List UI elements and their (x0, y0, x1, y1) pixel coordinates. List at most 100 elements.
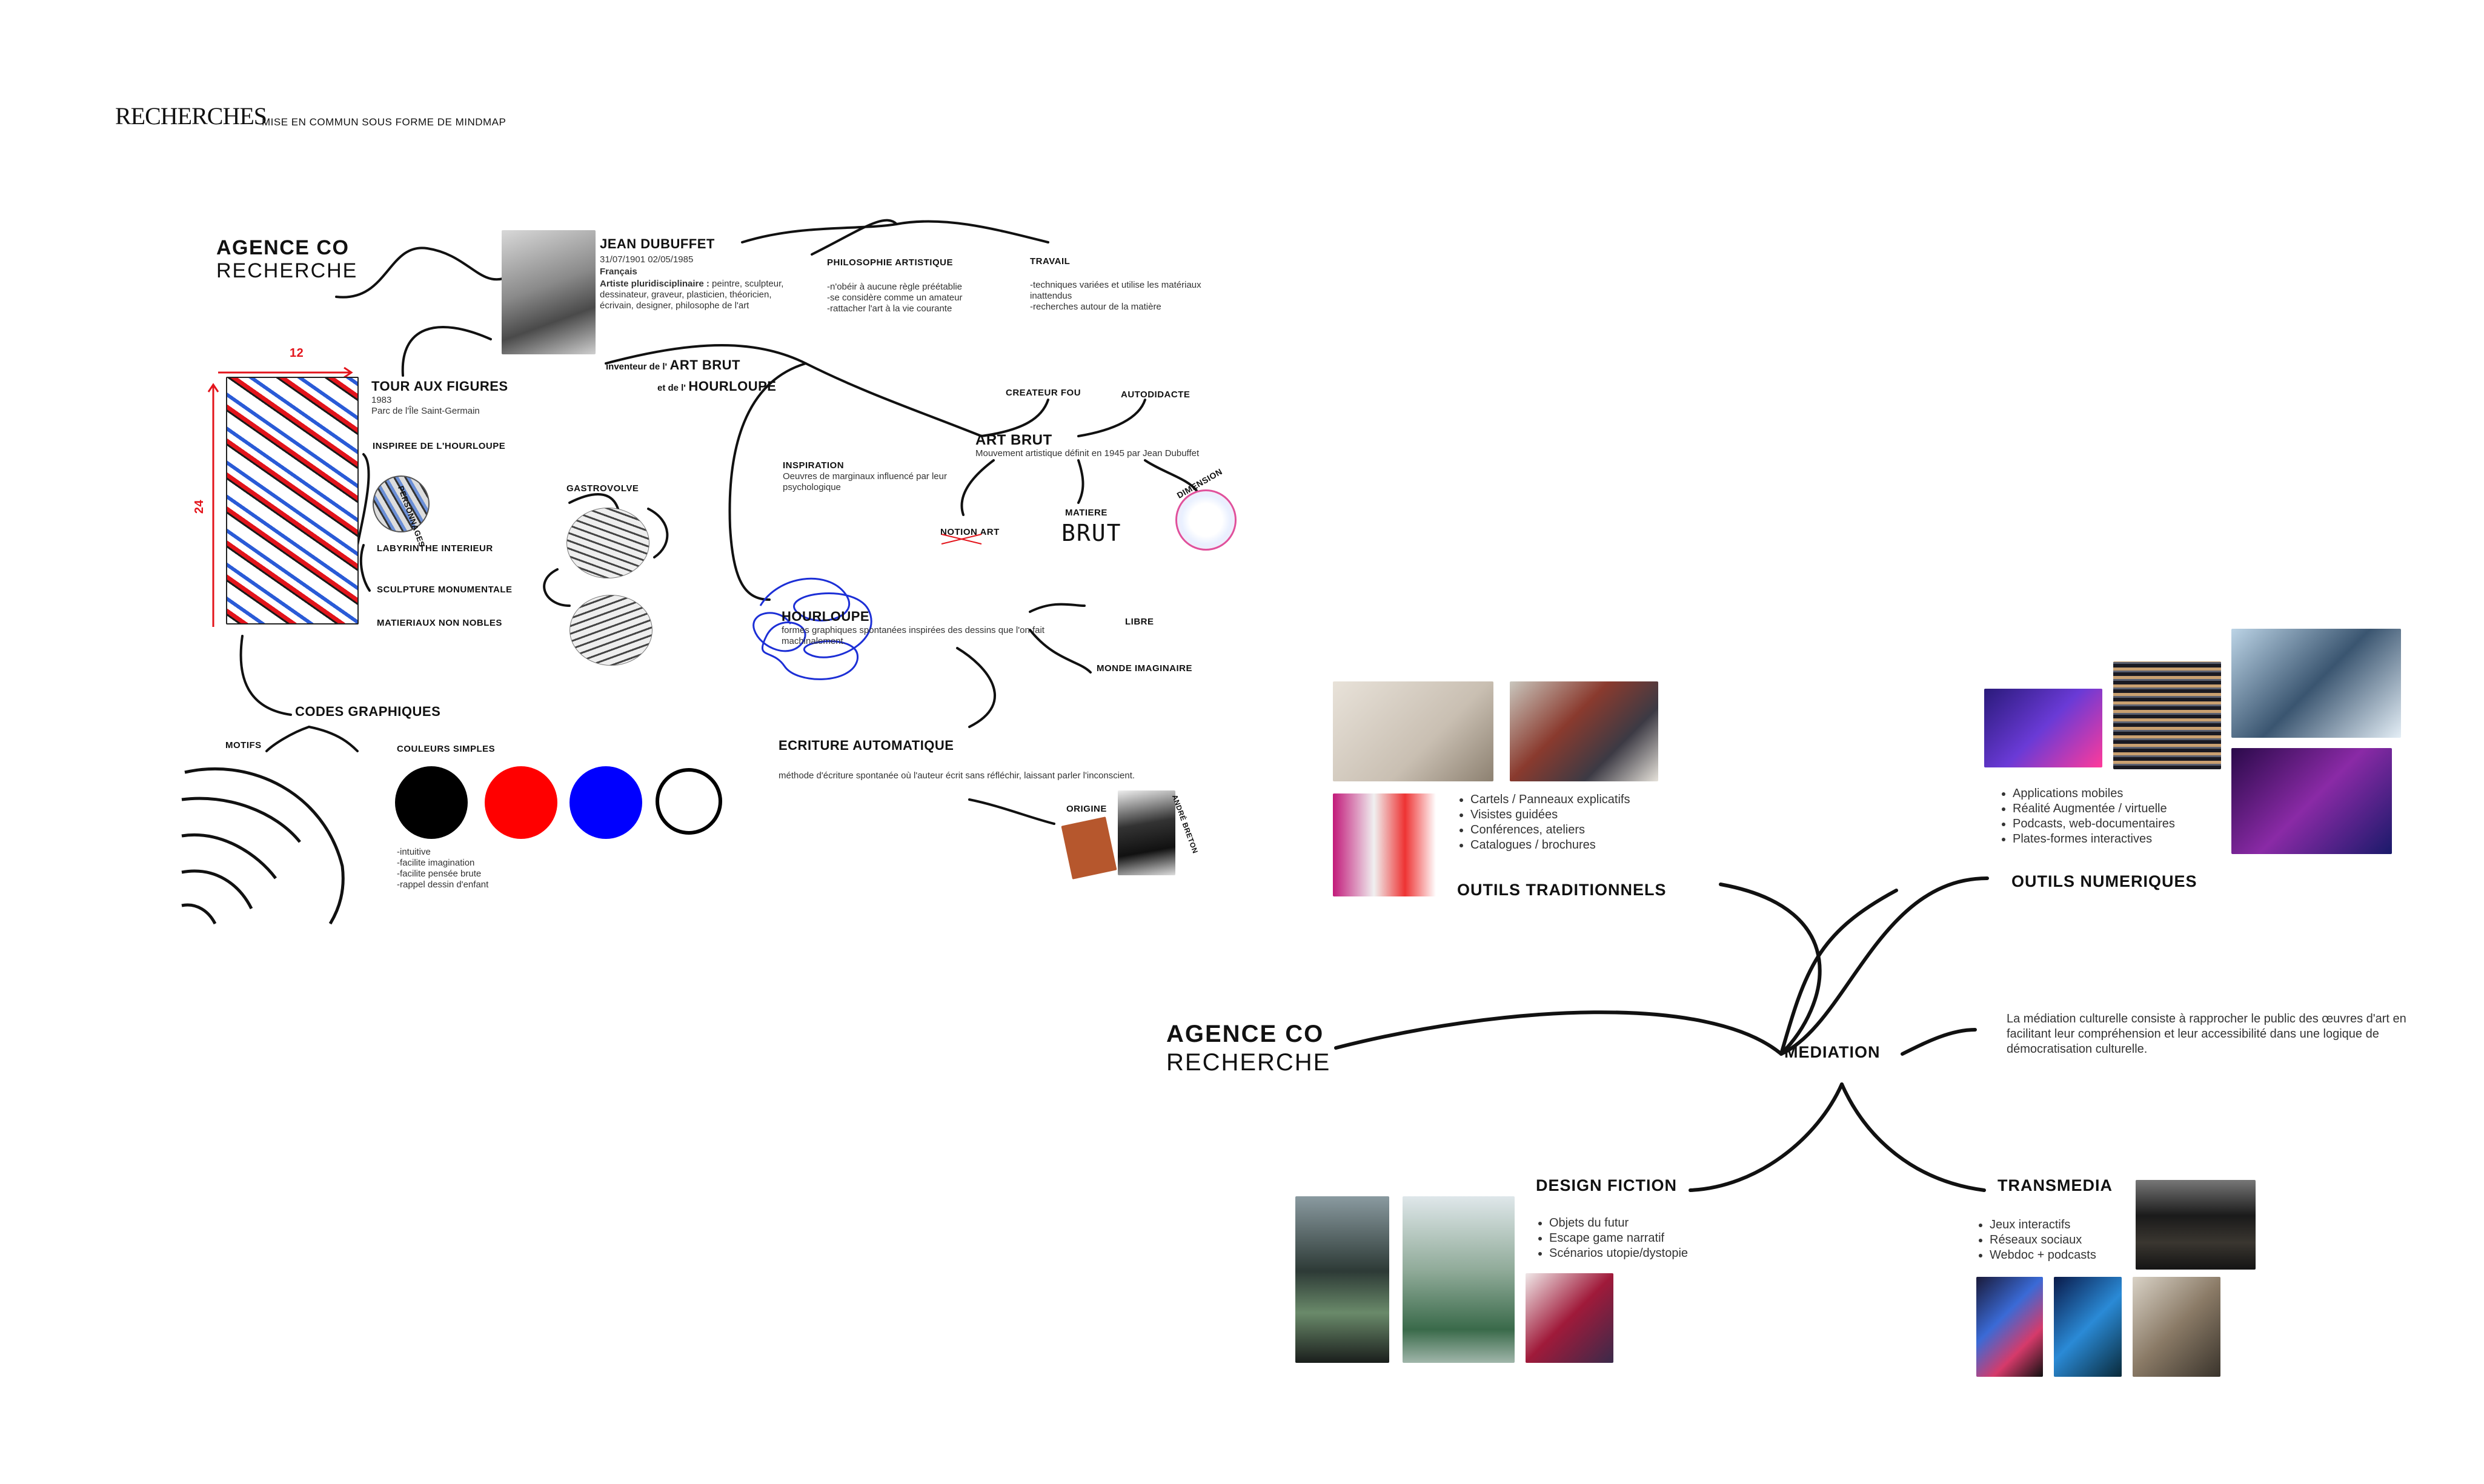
transmedia-photo-apps (1976, 1277, 2043, 1377)
gastrovolve-image-2 (570, 595, 653, 666)
art-brut-definition: Mouvement artistique définit en 1945 par… (975, 448, 1200, 459)
philosophie-title: PHILOSOPHIE ARTISTIQUE (827, 257, 953, 268)
gastrovolve-label: GASTROVOLVE (566, 483, 639, 494)
philosophie-line-1: -n'obéir à aucune règle préétablie (827, 282, 963, 292)
dubuffet-name: JEAN DUBUFFET (600, 236, 715, 251)
hourloupe-monde: MONDE IMAGINAIRE (1097, 663, 1192, 674)
inspiration-title: INSPIRATION (783, 460, 845, 471)
num-title: OUTILS NUMERIQUES (2011, 872, 2197, 890)
trad-photo-cartels (1333, 681, 1493, 781)
left-root-title: AGENCE CO (216, 236, 350, 259)
gastrovolve-image-1 (566, 508, 649, 578)
right-root-subtitle: RECHERCHE (1166, 1049, 1331, 1076)
fiction-item-1: Objets du futur (1549, 1216, 1688, 1231)
fiction-photo-3 (1526, 1273, 1613, 1363)
num-list: Applications mobiles Réalité Augmentée /… (1999, 786, 2175, 847)
trad-photo-brochures (1333, 793, 1436, 896)
num-photo-mobile (1984, 689, 2102, 767)
tour-item-inspiree: INSPIREE DE L'HOURLOUPE (373, 441, 506, 451)
dubuffet-role: Artiste pluridisciplinaire : peintre, sc… (600, 279, 794, 311)
breton-portrait (1118, 790, 1175, 875)
travail-title: TRAVAIL (1030, 256, 1071, 267)
transmedia-list: Jeux interactifs Réseaux sociaux Webdoc … (1976, 1217, 2096, 1263)
fiction-photo-2 (1403, 1196, 1515, 1363)
hourloupe-title: HOURLOUPE (782, 609, 870, 624)
dubuffet-nationality: Français (600, 267, 637, 277)
codes-note-1: -intuitive (397, 847, 431, 857)
transmedia-title: TRANSMEDIA (1997, 1176, 2113, 1194)
tour-item-materiaux: MATIERIAUX NON NOBLES (377, 618, 502, 628)
hourloupe-text: formes graphiques spontanées inspirées d… (782, 625, 1044, 646)
dubuffet-role-text: peintre, sculpteur, dessinateur, graveur… (600, 279, 784, 311)
color-swatch-red (485, 766, 557, 839)
tour-aux-figures-image (226, 377, 359, 624)
num-item-1: Applications mobiles (2013, 786, 2175, 801)
transmedia-photo-game (2054, 1277, 2122, 1377)
ecriture-text: méthode d'écriture spontanée où l'auteur… (779, 770, 1135, 781)
trad-item-1: Cartels / Panneaux explicatifs (1470, 792, 1630, 807)
codes-note-2: -facilite imagination (397, 858, 475, 868)
ecriture-title: ECRITURE AUTOMATIQUE (779, 738, 954, 753)
tour-title: TOUR AUX FIGURES (371, 379, 508, 394)
dubuffet-portrait (502, 230, 596, 354)
dubuffet-role-label: Artiste pluridisciplinaire : (600, 279, 709, 289)
inspiration-text: Oeuvres de marginaux influencé par leur … (783, 471, 947, 492)
left-root-subtitle: RECHERCHE (216, 259, 358, 282)
num-photo-vr-head (2231, 629, 2401, 738)
fiction-item-3: Scénarios utopie/dystopie (1549, 1246, 1688, 1261)
transmedia-item-1: Jeux interactifs (1990, 1217, 2096, 1233)
personnages-image (373, 475, 430, 532)
dubuffet-dates: 31/07/1901 02/05/1985 (600, 254, 694, 265)
brut-word: BRUT (1061, 520, 1122, 546)
num-item-2: Réalité Augmentée / virtuelle (2013, 801, 2175, 817)
fiction-list: Objets du futur Escape game narratif Scé… (1536, 1216, 1688, 1261)
codes-note-4: -rappel dessin d'enfant (397, 879, 489, 890)
mediation-center: MEDIATION (1784, 1043, 1881, 1061)
travail-line-1: -techniques variées et utilise les matér… (1030, 280, 1201, 301)
num-photo-screens (2113, 661, 2221, 769)
inventeur-hourloupe: et de l' HOURLOUPE (657, 379, 776, 394)
tour-height-label: 24 (193, 499, 207, 514)
page-title: RECHERCHES (115, 102, 267, 130)
philosophie-line-3: -rattacher l'art à la vie courante (827, 303, 952, 314)
num-item-3: Podcasts, web-documentaires (2013, 817, 2175, 832)
motifs-drawing (181, 767, 345, 925)
mediation-definition: La médiation culturelle consiste à rappr… (2007, 1012, 2406, 1056)
fiction-photo-1 (1295, 1196, 1389, 1363)
num-item-4: Plates-formes interactives (2013, 832, 2175, 847)
transmedia-photo-meeting (2136, 1180, 2256, 1270)
dimension-image (1175, 489, 1237, 551)
inventeur-prefix-2: et de l' (657, 383, 686, 393)
codes-note-3: -facilite pensée brute (397, 869, 482, 879)
color-swatch-black (395, 766, 468, 839)
color-swatch-white (656, 768, 722, 835)
trad-item-2: Visistes guidées (1470, 807, 1630, 823)
notion-art-strike (941, 534, 982, 545)
inventeur-prefix-1: inventeur de l' (606, 362, 668, 372)
inventeur-hourloupe-label: HOURLOUPE (688, 379, 777, 394)
fiction-item-2: Escape game narratif (1549, 1231, 1688, 1246)
transmedia-item-3: Webdoc + podcasts (1990, 1248, 2096, 1263)
art-brut-createur: CREATEUR FOU (1006, 388, 1081, 398)
trad-list: Cartels / Panneaux explicatifs Visistes … (1457, 792, 1630, 853)
codes-motifs: MOTIFS (225, 740, 262, 750)
travail-line-2: -recherches autour de la matière (1030, 302, 1161, 312)
right-root-title: AGENCE CO (1166, 1021, 1324, 1047)
art-brut-title: ART BRUT (975, 432, 1052, 448)
notion-art-label: NOTION ART (940, 527, 1000, 537)
trad-item-3: Conférences, ateliers (1470, 823, 1630, 838)
tour-width-label: 12 (290, 346, 304, 360)
ecriture-origine: ORIGINE (1066, 804, 1107, 814)
trad-title: OUTILS TRADITIONNELS (1457, 881, 1667, 899)
tour-place: Parc de l'Île Saint-Germain (371, 406, 480, 416)
tour-item-sculpture: SCULPTURE MONUMENTALE (377, 585, 513, 595)
tour-item-labyrinthe: LABYRINTHE INTERIEUR (377, 543, 493, 554)
trad-item-4: Catalogues / brochures (1470, 838, 1630, 853)
hourloupe-libre: LIBRE (1125, 617, 1154, 627)
transmedia-photo-webdoc (2133, 1277, 2220, 1377)
color-swatch-blue (570, 766, 642, 839)
inventeur-art-brut-label: ART BRUT (669, 357, 740, 373)
design-fiction-title: DESIGN FICTION (1536, 1176, 1678, 1194)
matiere-label: MATIERE (1065, 508, 1108, 518)
